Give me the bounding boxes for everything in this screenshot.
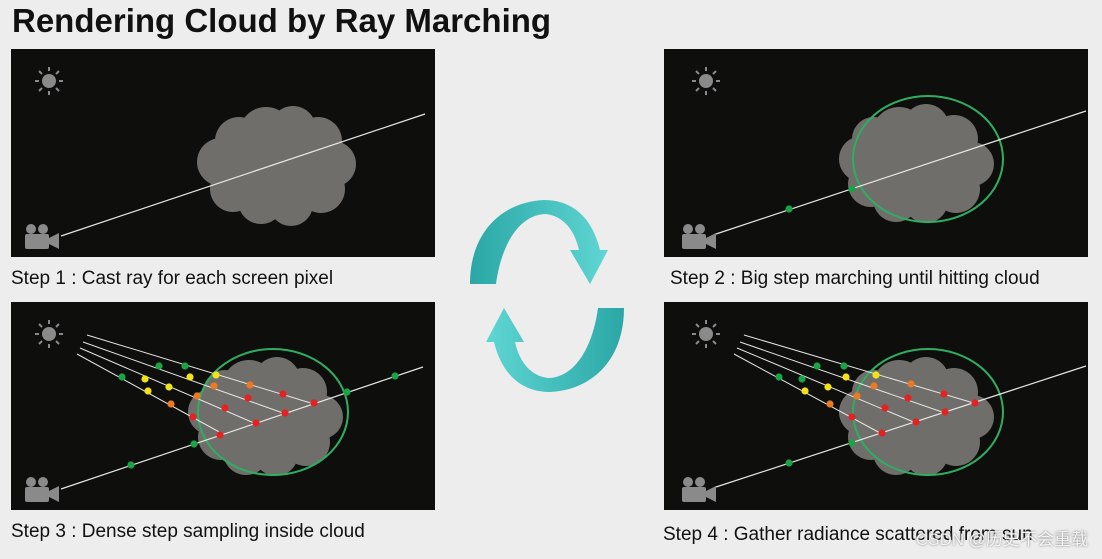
step-3-caption: Step 3 : Dense step sampling inside clou… bbox=[11, 521, 365, 542]
cloud-bounding-volume bbox=[852, 95, 1004, 223]
camera-icon bbox=[25, 224, 59, 249]
step-4-panel bbox=[664, 302, 1088, 510]
sun-icon bbox=[692, 67, 720, 95]
watermark: CSDN @历史不会重载 bbox=[915, 530, 1088, 549]
primary-ray bbox=[715, 365, 1087, 488]
big-step-point bbox=[848, 185, 856, 193]
sample-points bbox=[775, 362, 979, 467]
step-2-diagram bbox=[682, 67, 1087, 249]
cloud-shape bbox=[188, 357, 343, 476]
step-3-diagram bbox=[25, 320, 424, 502]
step-1-diagram bbox=[25, 67, 426, 249]
cloud-bounding-volume bbox=[197, 348, 349, 476]
camera-icon bbox=[682, 224, 716, 249]
cloud-bounding-volume bbox=[852, 348, 1004, 476]
primary-ray bbox=[60, 366, 424, 490]
cloud-shape bbox=[839, 357, 994, 476]
step-4-diagram bbox=[682, 320, 1087, 502]
cycle-arrow-bottom bbox=[486, 308, 624, 392]
camera-icon bbox=[25, 477, 59, 502]
cycle-arrow-top bbox=[470, 200, 608, 284]
step-2-panel bbox=[664, 49, 1088, 257]
sun-icon bbox=[692, 320, 720, 348]
primary-ray bbox=[60, 113, 426, 237]
sample-points bbox=[118, 362, 399, 469]
big-step-point bbox=[785, 205, 793, 213]
step-4-caption: Step 4 : Gather radiance scattered from … bbox=[663, 524, 1033, 545]
page-title: Rendering Cloud by Ray Marching bbox=[12, 2, 552, 39]
sun-icon bbox=[35, 320, 63, 348]
cloud-shape bbox=[839, 104, 994, 223]
primary-ray bbox=[715, 110, 1087, 235]
cloud-shape bbox=[197, 106, 356, 226]
sun-icon bbox=[35, 67, 63, 95]
step-2-caption: Step 2 : Big step marching until hitting… bbox=[670, 268, 1040, 289]
camera-icon bbox=[682, 477, 716, 502]
cycle-arrows-icon bbox=[470, 200, 624, 392]
step-1-panel bbox=[11, 49, 435, 257]
step-1-caption: Step 1 : Cast ray for each screen pixel bbox=[11, 268, 334, 289]
step-3-panel bbox=[11, 302, 435, 510]
